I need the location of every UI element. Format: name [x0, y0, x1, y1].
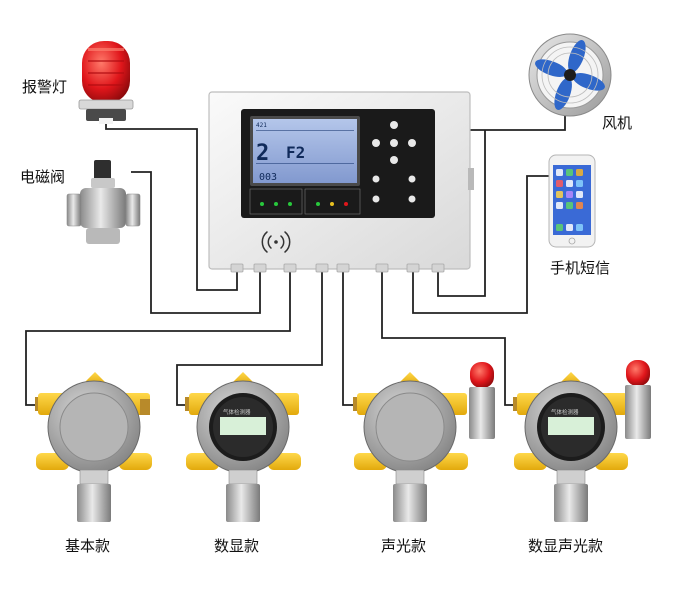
wire-fan — [466, 110, 566, 147]
label-fan: 风机 — [602, 114, 632, 132]
lcd-header: 421 — [256, 122, 267, 129]
status-strip — [249, 188, 361, 215]
detector-digital: 气体检测器 — [185, 372, 301, 522]
phone-device — [548, 154, 596, 248]
wireless-icon — [261, 231, 291, 253]
label-basic: 基本款 — [65, 537, 110, 555]
fan-device — [528, 33, 612, 117]
detector-dsl-screen-label: 气体检测器 — [551, 408, 579, 416]
label-solenoid-valve: 电磁阀 — [20, 168, 65, 186]
detector-digital-sound-light: 气体检测器 — [513, 360, 651, 522]
nav-right-button[interactable] — [408, 139, 416, 147]
reset-button[interactable] — [372, 175, 380, 183]
wire-phone — [412, 175, 549, 314]
nav-center-button[interactable] — [390, 139, 398, 147]
detector-sound-light — [353, 362, 495, 522]
lcd-bottom-digits: 003 — [259, 172, 277, 183]
mute-button[interactable] — [408, 195, 416, 203]
label-digital: 数显款 — [214, 537, 259, 555]
lcd-big-digit: 2 — [256, 141, 269, 166]
nav-down-button[interactable] — [390, 156, 398, 164]
nav-up-button[interactable] — [390, 121, 398, 129]
nav-buttons — [372, 121, 416, 203]
alarm-lamp-device — [78, 41, 134, 124]
exit-button[interactable] — [408, 175, 416, 183]
nav-left-button[interactable] — [372, 139, 380, 147]
controller-unit: 421 2 F2 003 — [208, 91, 474, 273]
label-digital-sound-light: 数显声光款 — [528, 537, 603, 555]
wire-alarm-lamp — [105, 120, 238, 291]
wire-sound-light — [342, 268, 355, 406]
label-sound-light: 声光款 — [381, 537, 426, 555]
wire-digital-sound-light — [381, 268, 516, 406]
check-button[interactable] — [372, 195, 380, 203]
wire-basic — [25, 268, 291, 406]
wire-fan-2 — [437, 130, 486, 297]
lcd-display: 421 2 F2 003 — [250, 116, 360, 186]
label-phone-sms: 手机短信 — [550, 259, 610, 277]
detector-basic — [35, 372, 152, 522]
wire-digital — [176, 268, 323, 406]
detector-digital-screen-label: 气体检测器 — [223, 408, 251, 416]
solenoid-valve-device — [66, 160, 141, 244]
label-alarm-lamp: 报警灯 — [22, 78, 67, 96]
lcd-code: F2 — [286, 143, 305, 162]
wire-solenoid-valve — [131, 171, 261, 314]
